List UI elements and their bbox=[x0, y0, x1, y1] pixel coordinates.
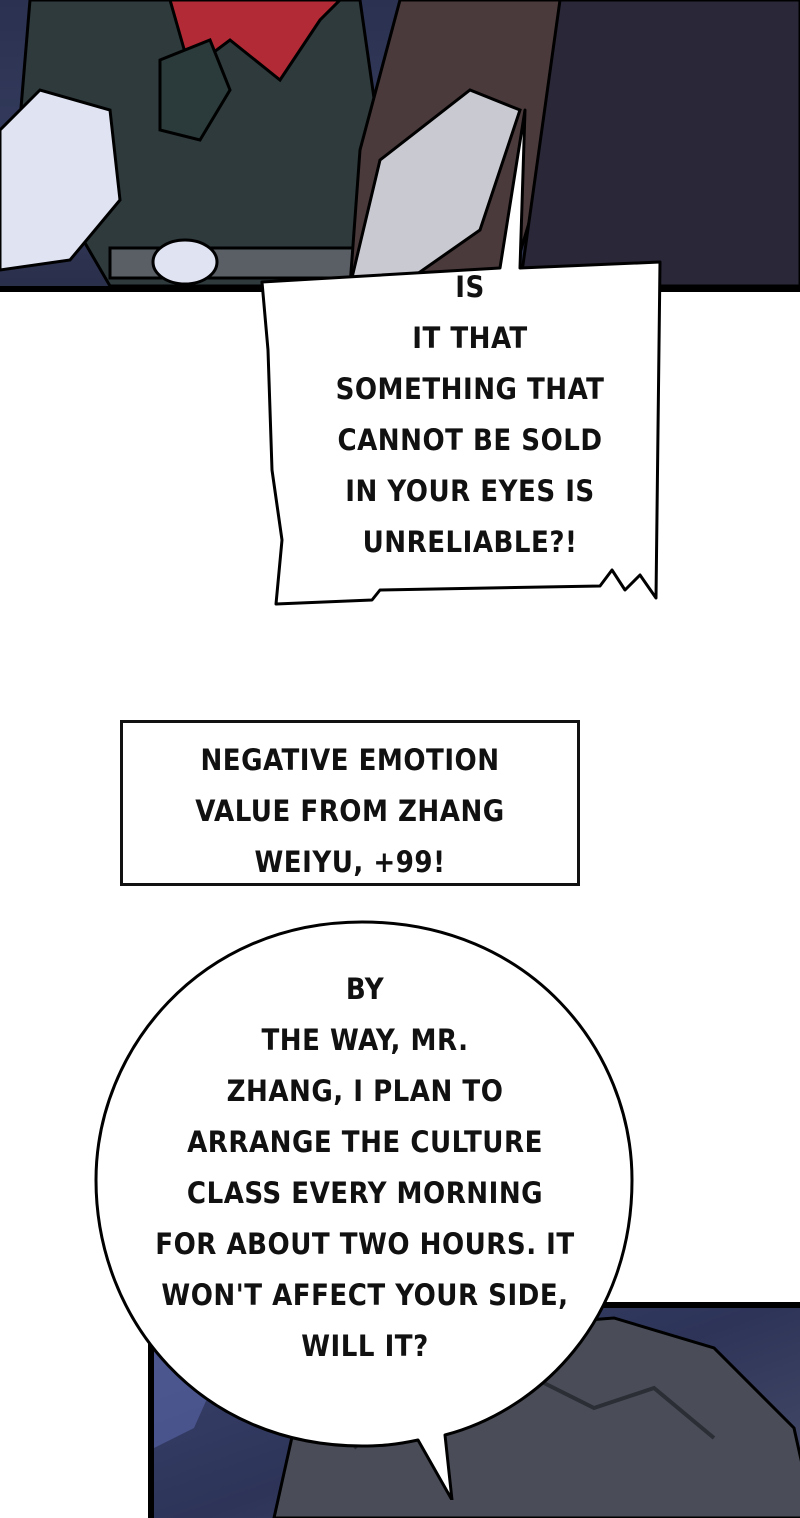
speech-bubble-jagged bbox=[260, 108, 662, 606]
top-panel-art bbox=[0, 0, 800, 286]
bubble-line: IT THAT bbox=[412, 321, 528, 355]
speech-bubble-round bbox=[94, 920, 634, 1500]
bubble-line: WILL IT? bbox=[301, 1329, 429, 1363]
system-line: NEGATIVE EMOTION bbox=[200, 743, 500, 777]
bubble-line: SOMETHING THAT bbox=[335, 372, 605, 406]
bubble-line: ARRANGE THE CULTURE bbox=[187, 1125, 543, 1159]
bubble-line: IN YOUR EYES IS bbox=[345, 474, 595, 508]
bubble-line: BY bbox=[345, 972, 385, 1006]
system-line: VALUE FROM ZHANG bbox=[195, 794, 505, 828]
system-notification-box: NEGATIVE EMOTION VALUE FROM ZHANG WEIYU,… bbox=[120, 720, 580, 886]
bubble-line: ZHANG, I PLAN TO bbox=[226, 1074, 504, 1108]
bubble-line: CANNOT BE SOLD bbox=[337, 423, 603, 457]
bubble-line: IS bbox=[455, 270, 485, 304]
bubble-line: UNRELIABLE?! bbox=[362, 525, 578, 559]
speech-bubble-2-text: BY THE WAY, MR. ZHANG, I PLAN TO ARRANGE… bbox=[140, 964, 590, 1372]
bubble-line: CLASS EVERY MORNING bbox=[186, 1176, 544, 1210]
system-line: WEIYU, +99! bbox=[254, 845, 446, 879]
top-art-panel bbox=[0, 0, 800, 292]
bubble-line: FOR ABOUT TWO HOURS. IT bbox=[155, 1227, 575, 1261]
bubble-line: WON'T AFFECT YOUR SIDE, bbox=[161, 1278, 569, 1312]
bubble-line: THE WAY, MR. bbox=[261, 1023, 469, 1057]
system-notification-text: NEGATIVE EMOTION VALUE FROM ZHANG WEIYU,… bbox=[123, 735, 577, 888]
speech-bubble-1-text: IS IT THAT SOMETHING THAT CANNOT BE SOLD… bbox=[300, 262, 640, 568]
